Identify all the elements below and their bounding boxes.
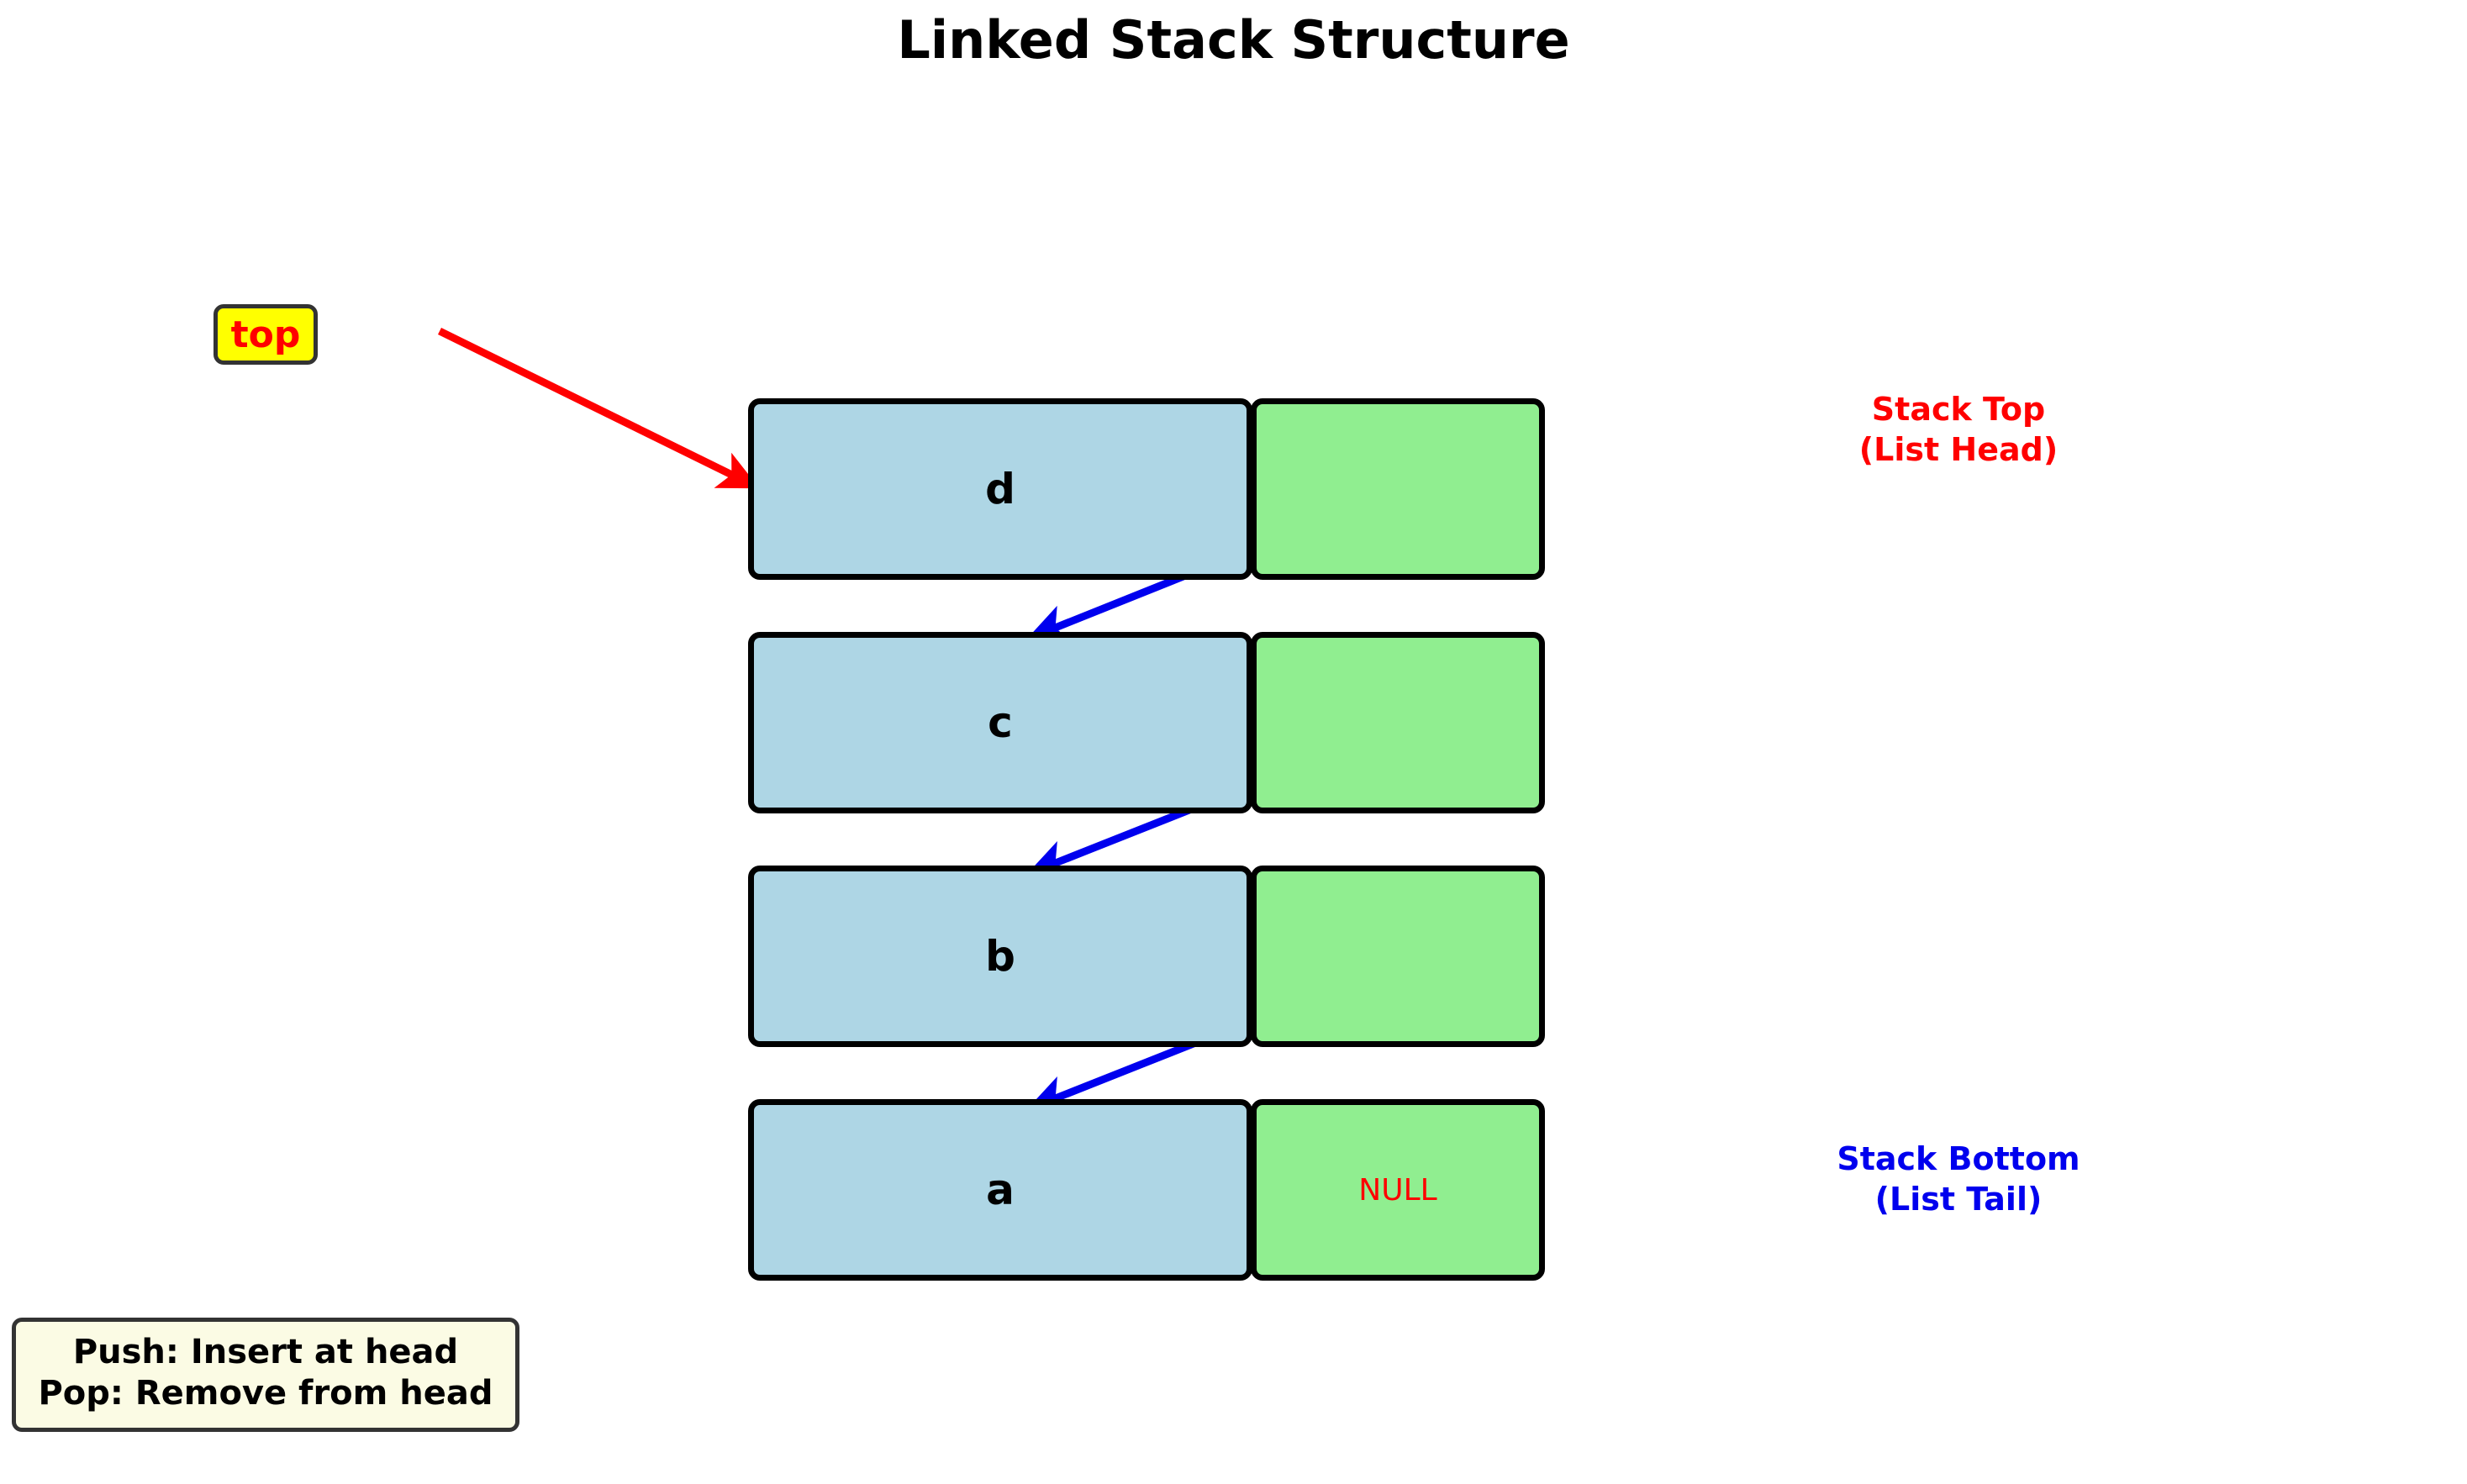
node-data-cell: d — [748, 398, 1252, 580]
node-next-cell — [1251, 866, 1545, 1047]
node-data-cell: b — [748, 866, 1252, 1047]
node-next-cell-null: NULL — [1251, 1099, 1545, 1281]
node-next-cell — [1251, 398, 1545, 580]
top-pointer-arrow — [438, 327, 760, 490]
legend-pop-line: Pop: Remove from head — [38, 1373, 493, 1413]
stack-top-annotation: Stack Top (List Head) — [1858, 391, 2058, 468]
stack-node-d: d — [748, 398, 1547, 580]
node-data-cell: c — [748, 632, 1252, 813]
node-next-cell — [1251, 632, 1545, 813]
stack-node-a: a NULL — [748, 1099, 1547, 1281]
stack-node-c: c — [748, 632, 1547, 813]
node-data-cell: a — [748, 1099, 1252, 1281]
page-title: Linked Stack Structure — [897, 9, 1570, 71]
legend-push-line: Push: Insert at head — [72, 1333, 459, 1371]
operations-legend: Push: Insert at head Pop: Remove from he… — [12, 1318, 519, 1432]
stack-bottom-annotation: Stack Bottom (List Tail) — [1837, 1140, 2080, 1218]
stack-node-b: b — [748, 866, 1547, 1047]
top-pointer-label: top — [213, 304, 318, 365]
